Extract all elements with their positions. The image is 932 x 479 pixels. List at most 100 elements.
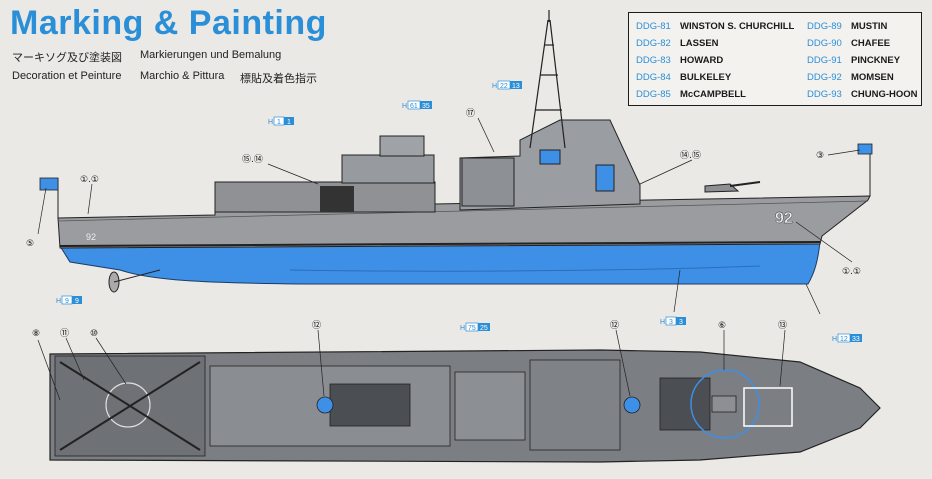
- paint-ref-a: 75: [468, 325, 476, 332]
- subtitle-chinese: 標貼及着色指示: [240, 73, 317, 85]
- ship-name: PINCKNEY: [851, 55, 901, 66]
- ship-code: DDG-81: [636, 21, 671, 32]
- propeller-icon: [108, 269, 161, 293]
- gun-arc: [690, 369, 760, 439]
- paint-ref: H 3 3: [660, 316, 686, 326]
- leader-lines: [37, 117, 861, 401]
- ship-code: DDG-91: [807, 55, 842, 66]
- ship-row: DDG-89 MUSTIN: [807, 21, 887, 32]
- paint-ref-a: 9: [65, 298, 69, 305]
- paint-ref-a: 3: [669, 319, 673, 326]
- us-flag-icon: [857, 143, 873, 155]
- paint-ref-a: 61: [410, 103, 418, 110]
- ship-row: DDG-93 CHUNG-HOON: [807, 89, 918, 100]
- ship-name: CHAFEE: [851, 38, 891, 49]
- callout-6: ⑥: [718, 321, 726, 331]
- paint-ref-h: H: [402, 103, 407, 110]
- forward-funnel: [461, 157, 515, 207]
- paint-ref-h: H: [832, 336, 837, 343]
- ship-name: CHUNG-HOON: [851, 89, 918, 100]
- gun-turret-icon: [711, 395, 737, 413]
- ciws-mount: [316, 396, 334, 414]
- ship-name: BULKELEY: [680, 72, 732, 83]
- paint-ref-b: 13: [512, 83, 520, 90]
- hull-number-stern: 92: [86, 232, 96, 242]
- paint-ref: H 9 9: [56, 295, 82, 305]
- paint-ref-h: H: [56, 298, 61, 305]
- paint-ref-a: 1: [277, 119, 281, 126]
- ship-name: LASSEN: [680, 38, 719, 49]
- callout-12-aft: ⑫: [312, 320, 321, 331]
- deck-edge: [57, 200, 869, 222]
- paint-ref-b: 3: [679, 319, 683, 326]
- ship-code: DDG-92: [807, 72, 842, 83]
- ship-code: DDG-85: [636, 89, 671, 100]
- callout-3: ③: [816, 151, 824, 161]
- ship-row: DDG-84 BULKELEY: [636, 72, 731, 83]
- paint-ref: H 75 25: [460, 322, 490, 332]
- subtitle-french: Decoration et Peinture: [12, 70, 122, 82]
- sonar-dome-line: [289, 265, 761, 272]
- ship-name: McCAMPBELL: [680, 89, 746, 100]
- ship-name: HOWARD: [680, 55, 724, 66]
- ship-row: DDG-91 PINCKNEY: [807, 55, 900, 66]
- spy-radar-panel: [539, 149, 561, 165]
- callout-13: ⑬: [778, 320, 787, 331]
- paint-ref-h: H: [492, 83, 497, 90]
- funnel-aft-top: [454, 371, 526, 441]
- paint-ref-a: 12: [840, 336, 848, 343]
- paint-ref-b: 25: [480, 325, 488, 332]
- paint-ref: H 12 33: [832, 333, 862, 343]
- ship-row: DDG-92 MOMSEN: [807, 72, 894, 83]
- us-flag-icon: [39, 177, 59, 191]
- underwater-hull: [59, 241, 821, 285]
- gun-turret-icon: [704, 183, 740, 193]
- ship-code: DDG-84: [636, 72, 671, 83]
- helideck-icon: [105, 382, 151, 428]
- callout-1-1-stern: ①.①: [80, 175, 99, 185]
- bow-marking: [743, 387, 793, 427]
- ship-code: DDG-89: [807, 21, 842, 32]
- hull-number-bow: 92: [775, 210, 793, 227]
- callout-17: ⑰: [466, 108, 475, 119]
- page-title: Marking & Painting: [10, 4, 327, 42]
- ship-code: DDG-82: [636, 38, 671, 49]
- ship-code: DDG-90: [807, 38, 842, 49]
- paint-ref-h: H: [460, 325, 465, 332]
- callout-15-14: ⑮.⑭: [242, 154, 263, 165]
- gun-barrel: [729, 181, 761, 187]
- ship-name: MUSTIN: [851, 21, 888, 32]
- paint-ref: H 22 13: [492, 80, 522, 90]
- aft-funnel-block: [341, 154, 435, 184]
- ship-code: DDG-93: [807, 89, 842, 100]
- deck-line: [59, 361, 201, 451]
- ship-name: MOMSEN: [851, 72, 894, 83]
- spy-radar-panel: [595, 164, 615, 192]
- paint-ref-a: 22: [500, 83, 508, 90]
- side-view: 92 92: [39, 10, 873, 293]
- plan-view: [49, 349, 881, 463]
- ship-name: WINSTON S. CHURCHILL: [680, 21, 795, 32]
- paint-ref-h: H: [268, 119, 273, 126]
- callout-8: ⑧: [32, 329, 40, 339]
- subtitle-german: Markierungen und Bemalung: [140, 49, 282, 61]
- ship-row: DDG-85 McCAMPBELL: [636, 89, 746, 100]
- funnel-fwd-top: [529, 359, 621, 451]
- paint-ref: H 61 35: [402, 100, 432, 110]
- callout-12-fwd: ⑫: [610, 320, 619, 331]
- paint-ref-b: 35: [422, 103, 430, 110]
- paint-ref-b: 9: [75, 298, 79, 305]
- paint-ref-h: H: [660, 319, 665, 326]
- ship-row: DDG-82 LASSEN: [636, 38, 719, 49]
- ship-row: DDG-83 HOWARD: [636, 55, 723, 66]
- callout-1-1-bow: ①.①: [842, 267, 861, 277]
- ship-row: DDG-90 CHAFEE: [807, 38, 890, 49]
- ship-code: DDG-83: [636, 55, 671, 66]
- aft-hangar-door: [320, 186, 354, 212]
- callout-11: ⑪: [60, 328, 69, 339]
- paint-ref-b: 33: [852, 336, 860, 343]
- ship-row: DDG-81 WINSTON S. CHURCHILL: [636, 21, 794, 32]
- mast-icon: [529, 10, 566, 149]
